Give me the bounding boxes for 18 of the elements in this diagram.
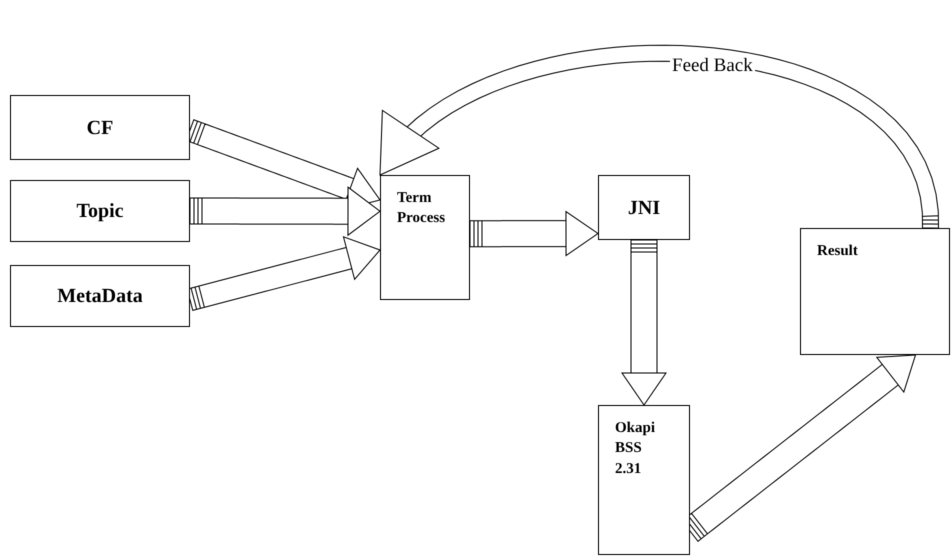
process-box	[598, 405, 690, 555]
process-box	[598, 175, 690, 240]
node-label: MetaData	[57, 286, 143, 306]
process-box	[380, 175, 470, 300]
block-arrow	[469, 211, 598, 256]
block-arrow	[622, 240, 666, 406]
process-box	[10, 265, 190, 327]
node-label: Okapi BSS 2.31	[615, 419, 655, 478]
block-arrow	[189, 186, 380, 236]
process-box	[10, 95, 190, 160]
node-label: Term Process	[397, 189, 446, 228]
node-label: CF	[86, 118, 114, 138]
node-label: Result	[817, 242, 858, 261]
process-box	[10, 180, 190, 242]
node-label: JNI	[628, 198, 660, 218]
block-arrow	[380, 44, 940, 229]
process-box	[800, 228, 950, 355]
node-label: Topic	[76, 201, 124, 221]
